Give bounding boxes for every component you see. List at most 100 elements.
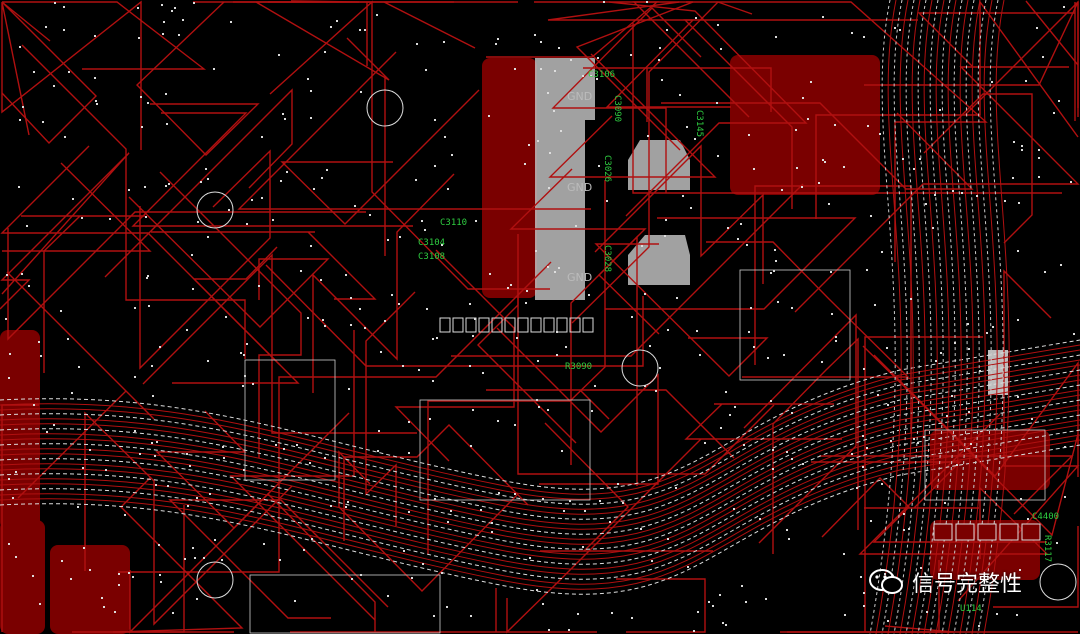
via	[345, 506, 347, 508]
via	[450, 510, 452, 512]
via	[560, 130, 562, 132]
via	[432, 338, 434, 340]
via	[203, 557, 205, 559]
via	[774, 249, 776, 251]
via	[734, 406, 736, 408]
via	[748, 331, 750, 333]
via	[1013, 141, 1015, 143]
via	[667, 538, 669, 540]
via	[675, 487, 677, 489]
via	[584, 510, 586, 512]
via	[978, 625, 980, 627]
via	[252, 383, 254, 385]
via	[207, 236, 209, 238]
trace	[343, 424, 529, 541]
mounting-hole	[366, 89, 404, 127]
via	[913, 438, 915, 440]
via	[310, 90, 312, 92]
via	[887, 620, 889, 622]
via	[1070, 181, 1072, 183]
trace	[0, 434, 1080, 585]
via	[548, 629, 550, 631]
trace	[686, 1, 988, 262]
via	[788, 538, 790, 540]
via	[8, 543, 10, 545]
via	[1056, 542, 1058, 544]
via	[951, 395, 953, 397]
trace	[0, 379, 1080, 530]
via	[1018, 202, 1020, 204]
via	[95, 100, 97, 102]
mounting-hole	[621, 349, 659, 387]
via	[716, 102, 718, 104]
via	[307, 78, 309, 80]
via	[192, 288, 194, 290]
via	[856, 487, 858, 489]
via	[884, 573, 886, 575]
via	[207, 360, 209, 362]
trace	[684, 403, 842, 440]
via	[240, 352, 242, 354]
via	[114, 611, 116, 613]
designator: R3090	[565, 362, 593, 372]
via	[5, 318, 7, 320]
via	[712, 605, 714, 607]
trace	[338, 450, 518, 592]
via	[899, 29, 901, 31]
via	[178, 34, 180, 36]
via	[1073, 333, 1075, 335]
via	[161, 4, 163, 6]
via	[894, 27, 896, 29]
via	[399, 236, 401, 238]
via	[145, 216, 147, 218]
via	[194, 557, 196, 559]
via	[746, 244, 748, 246]
via	[68, 71, 70, 73]
via	[320, 279, 322, 281]
via	[835, 336, 837, 338]
via	[1017, 319, 1019, 321]
via	[416, 43, 418, 45]
via	[498, 492, 500, 494]
trace	[971, 0, 998, 634]
designator: C4400	[1032, 512, 1060, 522]
via	[644, 293, 646, 295]
trace	[477, 234, 577, 444]
via	[640, 528, 642, 530]
via	[303, 549, 305, 551]
via	[923, 436, 925, 438]
trace	[0, 414, 1080, 565]
via	[686, 126, 688, 128]
via	[687, 566, 689, 568]
via	[39, 603, 41, 605]
via	[538, 406, 540, 408]
trace	[168, 499, 389, 619]
via	[1036, 27, 1038, 29]
via	[408, 452, 410, 454]
via	[144, 186, 146, 188]
via	[354, 205, 356, 207]
via	[159, 346, 161, 348]
pad	[452, 317, 464, 333]
via	[791, 458, 793, 460]
via	[591, 410, 593, 412]
via	[63, 6, 65, 8]
via	[45, 26, 47, 28]
via	[603, 1, 605, 3]
via	[313, 188, 315, 190]
via	[802, 97, 804, 99]
via	[147, 275, 149, 277]
via	[791, 307, 793, 309]
via	[903, 529, 905, 531]
via	[631, 316, 633, 318]
via	[979, 370, 981, 372]
trace	[815, 0, 1079, 219]
designator: R3117	[1042, 535, 1052, 563]
via	[310, 245, 312, 247]
via	[152, 395, 154, 397]
via	[991, 81, 993, 83]
via	[699, 354, 701, 356]
via	[879, 133, 881, 135]
via	[828, 203, 830, 205]
